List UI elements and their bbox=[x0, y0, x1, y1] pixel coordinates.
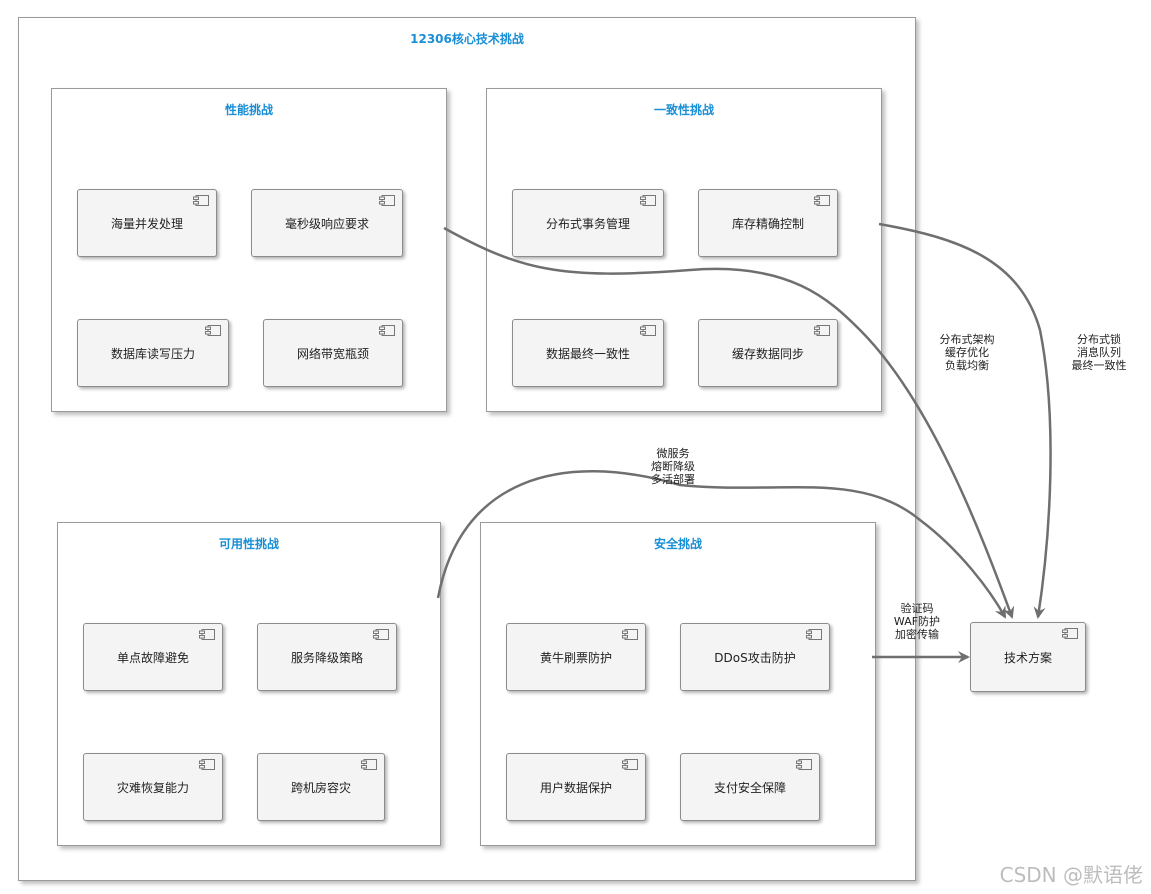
component-distributed-tx[interactable]: 分布式事务管理 bbox=[512, 189, 664, 257]
component-label: 支付安全保障 bbox=[713, 780, 786, 795]
component-icon bbox=[361, 759, 377, 770]
package-availability-title: 可用性挑战 bbox=[218, 537, 279, 551]
edge-label-line: WAF防护 bbox=[893, 615, 941, 628]
edge-label-line: 消息队列 bbox=[1077, 346, 1121, 359]
component-icon bbox=[796, 759, 812, 770]
edge-label-line: 负载均衡 bbox=[945, 359, 989, 372]
component-icon bbox=[205, 325, 221, 336]
component-icon bbox=[193, 195, 209, 206]
edge-label-line: 熔断降级 bbox=[651, 460, 695, 473]
component-payment-security[interactable]: 支付安全保障 bbox=[680, 753, 820, 821]
component-icon bbox=[622, 629, 638, 640]
component-icon bbox=[199, 629, 215, 640]
edge-label-availability: 微服务 熔断降级 多活部署 bbox=[638, 447, 708, 486]
component-icon bbox=[379, 325, 395, 336]
component-icon bbox=[379, 195, 395, 206]
component-icon bbox=[640, 195, 656, 206]
component-label: 分布式事务管理 bbox=[545, 216, 630, 231]
component-label: 跨机房容灾 bbox=[290, 780, 351, 795]
component-scalper-protect[interactable]: 黄牛刷票防护 bbox=[506, 623, 646, 691]
package-performance: 性能挑战 海量并发处理 毫秒级响应要求 数据库读写压力 网络带宽瓶颈 bbox=[51, 88, 447, 412]
component-degradation[interactable]: 服务降级策略 bbox=[257, 623, 397, 691]
edge-label-line: 缓存优化 bbox=[945, 346, 989, 359]
component-label: 单点故障避免 bbox=[116, 650, 189, 665]
component-eventual-consistency[interactable]: 数据最终一致性 bbox=[512, 319, 664, 387]
component-label: 库存精确控制 bbox=[731, 216, 804, 231]
component-label: 黄牛刷票防护 bbox=[539, 650, 612, 665]
component-massive-concurrency[interactable]: 海量并发处理 bbox=[77, 189, 217, 257]
component-ms-response[interactable]: 毫秒级响应要求 bbox=[251, 189, 403, 257]
edge-label-line: 最终一致性 bbox=[1071, 359, 1127, 372]
component-label: 数据最终一致性 bbox=[545, 346, 630, 361]
component-icon bbox=[806, 629, 822, 640]
component-label: 网络带宽瓶颈 bbox=[296, 346, 369, 361]
package-performance-title: 性能挑战 bbox=[224, 103, 273, 117]
component-icon bbox=[373, 629, 389, 640]
component-label: 技术方案 bbox=[1003, 650, 1052, 665]
component-icon bbox=[640, 325, 656, 336]
component-label: 毫秒级响应要求 bbox=[284, 216, 369, 231]
edge-label-consistency: 分布式锁 消息队列 最终一致性 bbox=[1064, 333, 1134, 372]
component-spof-avoid[interactable]: 单点故障避免 bbox=[83, 623, 223, 691]
watermark: CSDN @默语佬 bbox=[999, 863, 1143, 887]
component-label: 海量并发处理 bbox=[110, 216, 183, 231]
edge-consistency bbox=[878, 222, 1052, 619]
edge-availability bbox=[436, 470, 1007, 619]
component-cache-sync[interactable]: 缓存数据同步 bbox=[698, 319, 838, 387]
component-label: DDoS攻击防护 bbox=[714, 650, 796, 665]
component-cross-dc[interactable]: 跨机房容灾 bbox=[257, 753, 385, 821]
edge-label-security: 验证码 WAF防护 加密传输 bbox=[882, 602, 952, 641]
package-consistency-title: 一致性挑战 bbox=[653, 103, 714, 117]
edge-label-line: 分布式锁 bbox=[1077, 333, 1121, 346]
component-icon bbox=[199, 759, 215, 770]
component-icon bbox=[622, 759, 638, 770]
edge-label-line: 微服务 bbox=[656, 447, 690, 460]
edge-label-performance: 分布式架构 缓存优化 负载均衡 bbox=[932, 333, 1002, 372]
component-tech-solution[interactable]: 技术方案 bbox=[970, 622, 1086, 692]
component-db-pressure[interactable]: 数据库读写压力 bbox=[77, 319, 229, 387]
component-label: 缓存数据同步 bbox=[731, 346, 804, 361]
component-icon bbox=[814, 325, 830, 336]
edge-label-line: 加密传输 bbox=[895, 628, 939, 641]
edge-label-line: 验证码 bbox=[900, 602, 934, 615]
component-ddos-protect[interactable]: DDoS攻击防护 bbox=[680, 623, 830, 691]
component-inventory-control[interactable]: 库存精确控制 bbox=[698, 189, 838, 257]
component-disaster-recovery[interactable]: 灾难恢复能力 bbox=[83, 753, 223, 821]
component-user-data[interactable]: 用户数据保护 bbox=[506, 753, 646, 821]
edge-label-line: 分布式架构 bbox=[939, 333, 995, 346]
edge-label-line: 多活部署 bbox=[651, 473, 695, 486]
outer-package-title: 12306核心技术挑战 bbox=[410, 32, 524, 46]
package-availability: 可用性挑战 单点故障避免 服务降级策略 灾难恢复能力 跨机房容灾 bbox=[57, 522, 441, 846]
component-label: 数据库读写压力 bbox=[110, 346, 195, 361]
edge-performance bbox=[443, 226, 1015, 619]
component-label: 用户数据保护 bbox=[539, 780, 612, 795]
package-security-title: 安全挑战 bbox=[653, 537, 702, 551]
component-bandwidth[interactable]: 网络带宽瓶颈 bbox=[263, 319, 403, 387]
component-label: 灾难恢复能力 bbox=[116, 780, 189, 795]
component-label: 服务降级策略 bbox=[290, 650, 363, 665]
component-icon bbox=[814, 195, 830, 206]
component-icon bbox=[1062, 628, 1078, 639]
package-consistency: 一致性挑战 分布式事务管理 库存精确控制 数据最终一致性 缓存数据同步 bbox=[486, 88, 882, 412]
package-security: 安全挑战 黄牛刷票防护 DDoS攻击防护 用户数据保护 支付安全保障 bbox=[480, 522, 876, 846]
